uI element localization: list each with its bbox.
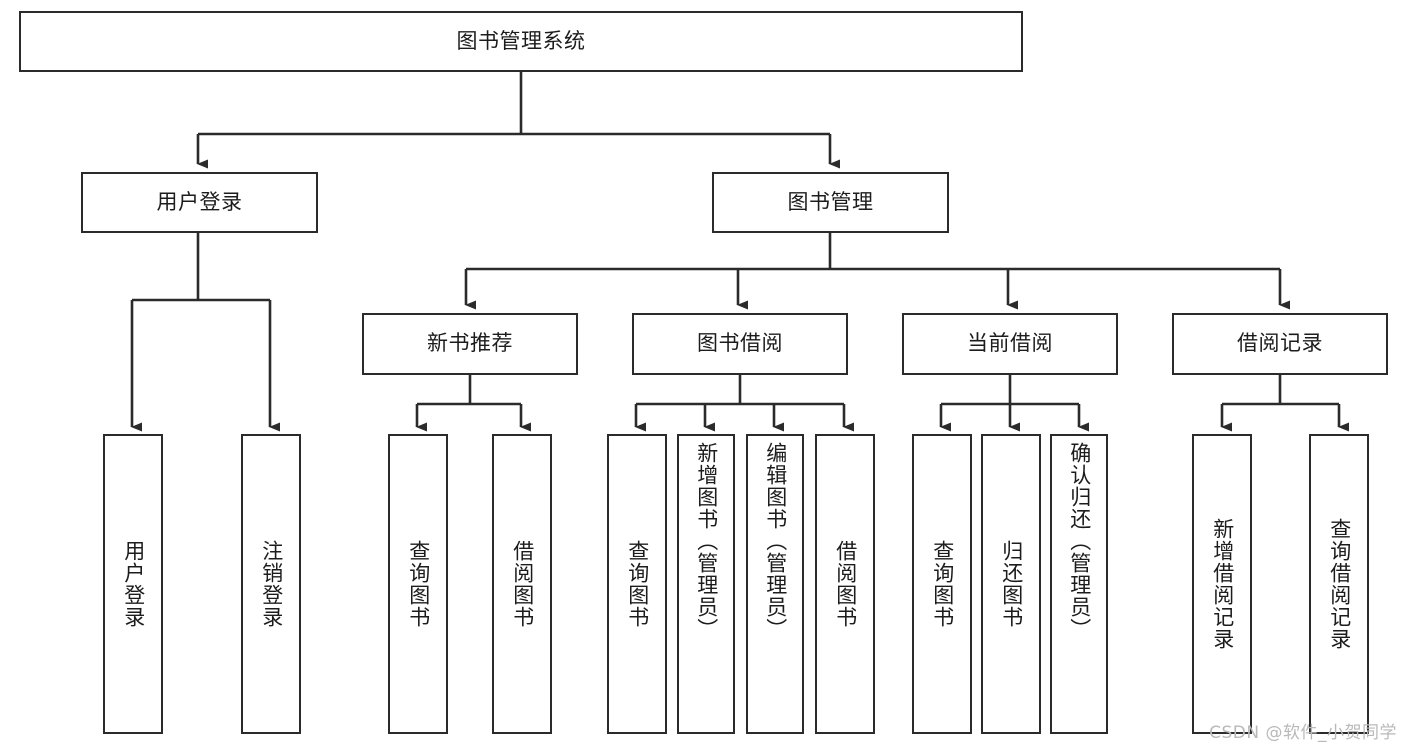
leaf-borrow-book-1-label: 借阅图书: [510, 540, 535, 628]
watermark-text: CSDN @软件_小贺同学: [1209, 723, 1397, 743]
leaf-return-book[interactable]: 归还图书: [981, 434, 1041, 734]
node-borrow-record[interactable]: 借阅记录: [1172, 313, 1388, 375]
node-new-book-recommend[interactable]: 新书推荐: [362, 313, 578, 375]
leaf-logout-login[interactable]: 注销登录: [241, 434, 301, 734]
leaf-query-book-3[interactable]: 查询图书: [912, 434, 972, 734]
node-book-management-label: 图书管理: [787, 189, 874, 214]
leaf-confirm-return-label: 确认归还（管理员）: [1067, 442, 1092, 640]
leaf-user-login[interactable]: 用户登录: [103, 434, 163, 734]
leaf-query-book-1[interactable]: 查询图书: [388, 434, 448, 734]
node-book-borrow-label: 图书借阅: [697, 331, 783, 356]
leaf-query-book-2-label: 查询图书: [625, 540, 650, 628]
node-new-book-recommend-label: 新书推荐: [427, 331, 513, 356]
node-root-label: 图书管理系统: [456, 28, 586, 53]
node-borrow-record-label: 借阅记录: [1237, 331, 1323, 356]
node-root[interactable]: 图书管理系统: [19, 11, 1023, 72]
node-book-borrow[interactable]: 图书借阅: [632, 313, 848, 375]
node-current-borrow-label: 当前借阅: [967, 331, 1053, 356]
node-user-login-label: 用户登录: [156, 189, 243, 214]
leaf-add-record[interactable]: 新增借阅记录: [1192, 434, 1252, 734]
leaf-query-record-label: 查询借阅记录: [1327, 518, 1352, 650]
leaf-borrow-book-2-label: 借阅图书: [833, 540, 858, 628]
leaf-add-book-label: 新增图书（管理员）: [694, 442, 719, 640]
node-book-management[interactable]: 图书管理: [712, 172, 949, 233]
node-user-login[interactable]: 用户登录: [81, 172, 318, 233]
leaf-confirm-return[interactable]: 确认归还（管理员）: [1050, 434, 1108, 734]
node-current-borrow[interactable]: 当前借阅: [902, 313, 1118, 375]
leaf-add-book[interactable]: 新增图书（管理员）: [677, 434, 735, 734]
leaf-borrow-book-1[interactable]: 借阅图书: [492, 434, 552, 734]
leaf-query-record[interactable]: 查询借阅记录: [1309, 434, 1369, 734]
leaf-add-record-label: 新增借阅记录: [1210, 518, 1235, 650]
leaf-user-login-label: 用户登录: [121, 540, 146, 628]
leaf-return-book-label: 归还图书: [999, 540, 1024, 628]
leaf-query-book-3-label: 查询图书: [930, 540, 955, 628]
leaf-logout-login-label: 注销登录: [259, 540, 284, 628]
leaf-edit-book[interactable]: 编辑图书（管理员）: [746, 434, 804, 734]
leaf-borrow-book-2[interactable]: 借阅图书: [815, 434, 875, 734]
leaf-edit-book-label: 编辑图书（管理员）: [763, 442, 788, 640]
leaf-query-book-1-label: 查询图书: [406, 540, 431, 628]
leaf-query-book-2[interactable]: 查询图书: [607, 434, 667, 734]
